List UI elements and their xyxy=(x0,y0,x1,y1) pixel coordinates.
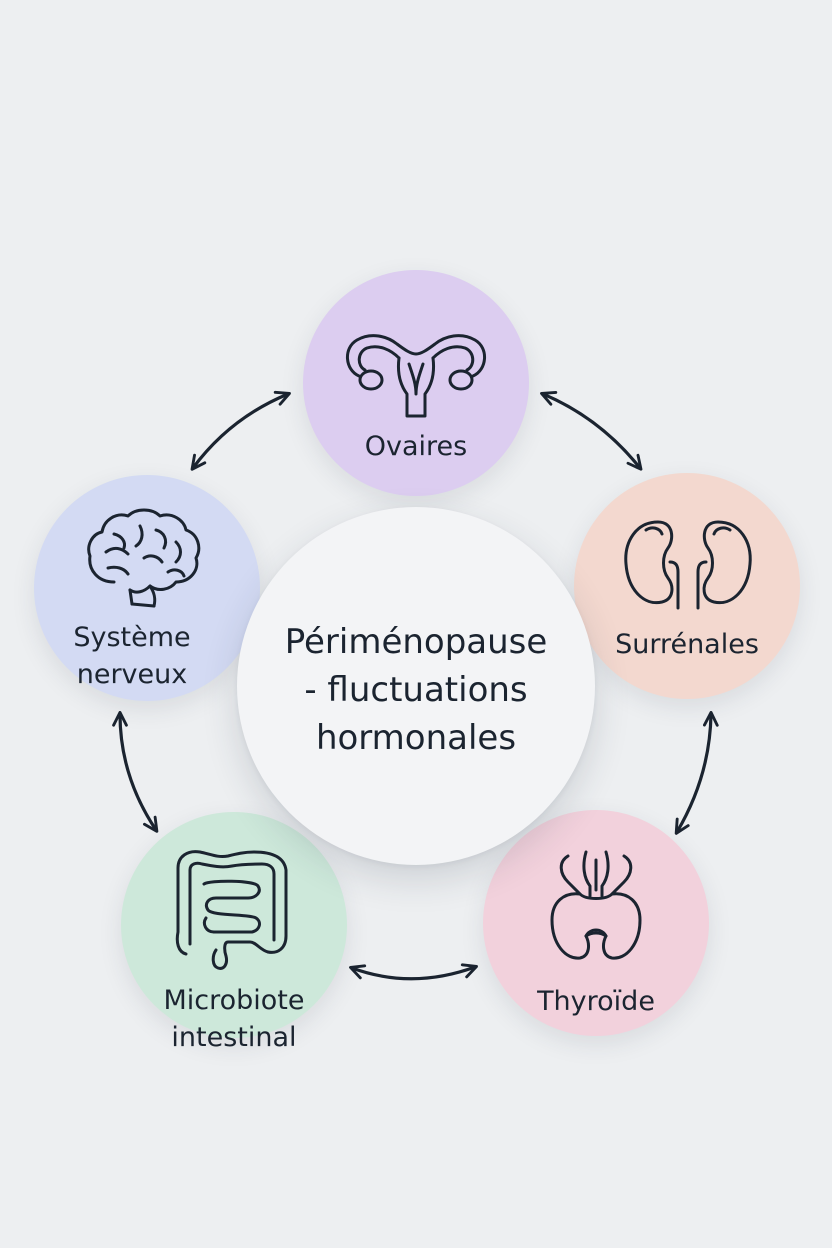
arrow-systeme-ovaires xyxy=(190,390,291,471)
center-title-line2: - fluctuations xyxy=(304,670,528,710)
node-surrenales xyxy=(574,473,800,699)
label-systeme: Système nerveux xyxy=(34,619,230,693)
thyroid-icon xyxy=(546,848,646,964)
center-title: Périménopause - fluctuations hormonales xyxy=(246,618,586,762)
arrow-microbiote-systeme xyxy=(112,710,159,833)
arrow-ovaires-surrenales xyxy=(540,391,643,471)
label-systeme-line1: Système xyxy=(73,622,191,653)
arrow-thyroide-microbiote xyxy=(349,963,478,981)
uterus-icon xyxy=(341,318,491,422)
label-thyroide: Thyroïde xyxy=(537,986,655,1017)
center-node xyxy=(237,507,595,865)
kidneys-icon xyxy=(622,516,754,612)
intestine-icon xyxy=(170,844,294,974)
label-microbiote-line1: Microbiote xyxy=(163,985,305,1016)
arrow-surrenales-thyroide xyxy=(674,710,719,835)
label-microbiote-line2: intestinal xyxy=(171,1022,297,1053)
brain-icon xyxy=(84,506,204,610)
node-thyroide xyxy=(483,810,709,1036)
label-systeme-line2: nerveux xyxy=(76,659,188,690)
center-title-line1: Périménopause xyxy=(284,622,548,662)
label-microbiote: Microbiote intestinal xyxy=(121,982,347,1056)
label-surrenales: Surrénales xyxy=(615,629,759,660)
center-title-line3: hormonales xyxy=(315,718,517,758)
node-microbiote xyxy=(121,812,347,1038)
label-ovaires: Ovaires xyxy=(364,431,468,462)
